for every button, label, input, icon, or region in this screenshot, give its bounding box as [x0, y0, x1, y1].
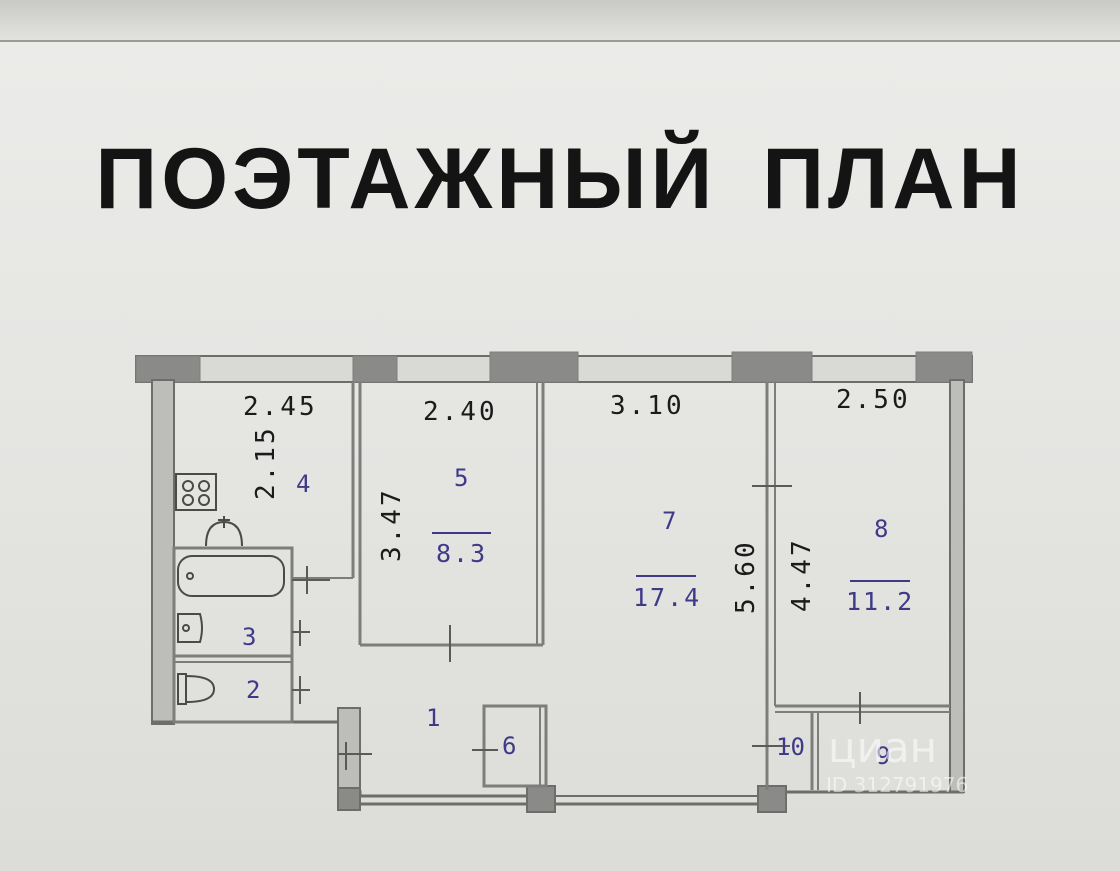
dim-room7-width: 3.10	[610, 391, 685, 421]
dim-room8-depth: 4.47	[787, 537, 817, 612]
washbasin-icon	[177, 613, 203, 643]
room-number-9: 9	[876, 742, 890, 770]
dim-room8-width: 2.50	[836, 385, 911, 415]
room-number-4: 4	[296, 470, 310, 498]
room-number-6: 6	[502, 732, 516, 760]
dim-room4-depth: 2.15	[251, 425, 281, 500]
room-number-5: 5	[454, 464, 468, 492]
stove-icon	[175, 473, 217, 511]
cian-watermark: циан ID 312791976	[826, 723, 968, 797]
dim-room5-width: 2.40	[423, 397, 498, 427]
watermark-brand: циан	[828, 723, 937, 772]
room-number-2: 2	[246, 676, 260, 704]
area-room-5: 8.3	[436, 539, 487, 568]
watermark-id: ID 312791976	[826, 773, 968, 797]
door-marks	[292, 485, 861, 770]
area-lines	[432, 532, 910, 582]
room-number-8: 8	[874, 515, 888, 543]
plan-title: ПОЭТАЖНЫЙ ПЛАН	[95, 131, 1025, 227]
walls	[135, 351, 973, 813]
room-number-7: 7	[662, 507, 676, 535]
room-number-3: 3	[242, 623, 256, 651]
room-number-1: 1	[426, 704, 440, 732]
area-room-8: 11.2	[846, 587, 914, 616]
dim-room7-depth: 5.60	[731, 539, 761, 614]
room-number-10: 10	[776, 733, 805, 761]
paper-edge	[0, 0, 1120, 42]
dim-room5-depth: 3.47	[377, 487, 407, 562]
area-room-7: 17.4	[633, 583, 701, 612]
kitchen-sink-icon	[205, 516, 243, 547]
toilet-icon	[177, 673, 216, 705]
bathtub-icon	[177, 555, 285, 597]
dim-room4-width: 2.45	[243, 392, 318, 422]
